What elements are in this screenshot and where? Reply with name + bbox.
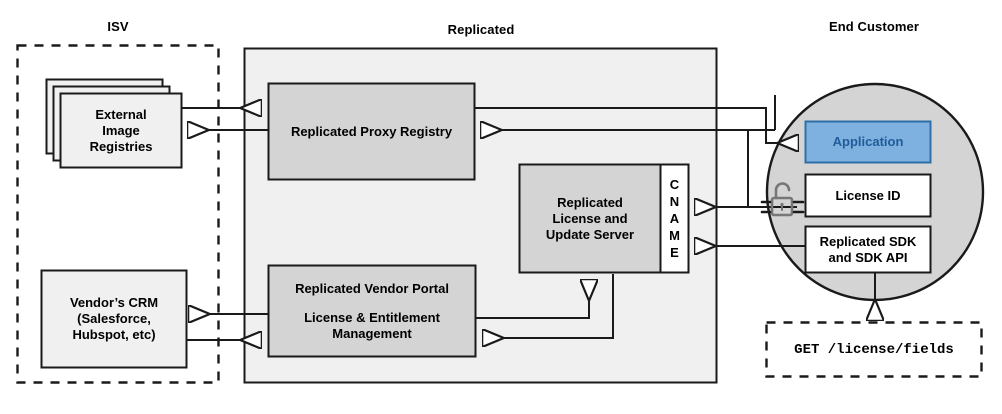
node-cname[interactable]: [659, 163, 690, 274]
cname-letter-m: M: [669, 228, 680, 243]
cname-letter-a: A: [669, 211, 680, 226]
node-license-id[interactable]: [804, 173, 932, 218]
cname-letter-n: N: [669, 194, 680, 209]
node-external-image-registries[interactable]: [45, 78, 183, 169]
zone-title-end-customer: End Customer: [828, 19, 920, 34]
cname-letter-c: C: [669, 177, 680, 192]
node-replicated-sdk[interactable]: [804, 225, 932, 274]
cname-letter-e: E: [670, 245, 679, 260]
node-replicated-proxy-registry[interactable]: [267, 82, 476, 181]
connector-proxy-to-application: [474, 107, 797, 143]
connector-portal-to-license-server: [476, 281, 589, 319]
node-vendors-crm[interactable]: [40, 269, 188, 369]
zone-title-isv: ISV: [107, 19, 129, 34]
connector-license-server-to-portal: [484, 274, 614, 338]
node-replicated-vendor-portal[interactable]: [267, 264, 477, 358]
node-label-cname: C N A M E: [661, 165, 688, 272]
node-api-request[interactable]: [765, 321, 983, 378]
zone-title-replicated: Replicated: [447, 22, 515, 37]
node-label-api-request: GET /license/fields: [794, 341, 954, 358]
node-application[interactable]: [804, 120, 932, 164]
zone-isv: [16, 44, 220, 384]
unlock-icon: [760, 182, 805, 217]
node-replicated-license-and-update-server[interactable]: [518, 163, 662, 274]
